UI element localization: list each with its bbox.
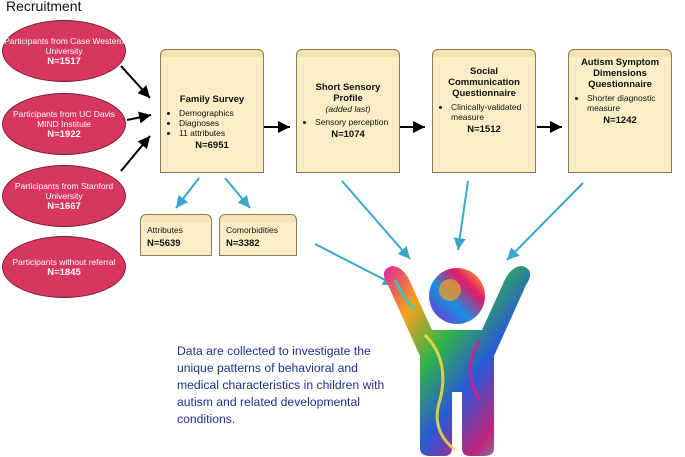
stage-title: Autism Symptom Dimensions Questionnaire — [580, 57, 660, 90]
stage-n: N=1512 — [467, 124, 501, 135]
source-uc-davis: Participants from UC Davis MIND Institut… — [2, 93, 126, 155]
subset-comorbidities: Comorbidities N=3382 — [219, 214, 297, 256]
stage-bullet: Diagnoses — [179, 118, 257, 128]
person-icon — [383, 266, 531, 456]
source-case-western: Participants from Case Western Universit… — [2, 20, 126, 82]
stage-title: Social Communication Questionnaire — [448, 66, 520, 99]
caption-text: Data are collected to investigate the un… — [177, 344, 385, 426]
stage-bullets: Demographics Diagnoses 11 attributes — [167, 108, 257, 138]
arrow-source-1 — [120, 65, 151, 99]
source-n: N=1845 — [47, 266, 81, 278]
arrow-comorbidities-to-figure — [314, 243, 396, 286]
stage-subtitle: (added last) — [325, 104, 371, 114]
subset-title: Comorbidities — [226, 225, 278, 235]
source-label: Participants from Case Western Universit… — [4, 35, 124, 56]
source-stanford: Participants from Stanford University N=… — [2, 165, 126, 227]
page-title: Recruitment — [6, 0, 82, 14]
subset-n: N=5639 — [147, 238, 181, 249]
stage-short-sensory-profile: Short Sensory Profile (added last) Senso… — [296, 49, 400, 173]
stage-bullet: Demographics — [179, 108, 257, 118]
stage-n: N=1242 — [603, 115, 637, 126]
stage-title: Family Survey — [179, 94, 245, 105]
subset-n: N=3382 — [226, 238, 260, 249]
arrow-source-2 — [126, 111, 152, 124]
stage-social-communication: Social Communication Questionnaire Clini… — [432, 49, 536, 173]
arrow-scq-to-figure — [453, 180, 469, 251]
stage-bullet: 11 attributes — [179, 128, 257, 138]
stage-bullet: Shorter diagnostic measure — [587, 93, 665, 113]
stage-bullets: Clinically-validated measure — [439, 102, 529, 122]
arrow-to-comorbidities — [224, 177, 251, 209]
stage-bullets: Shorter diagnostic measure — [575, 93, 665, 113]
stage-title: Short Sensory Profile — [315, 82, 381, 104]
source-no-referral: Participants without referral N=1845 — [2, 236, 126, 298]
stage-n: N=1074 — [331, 129, 365, 140]
source-label: Participants from Stanford University — [14, 180, 114, 201]
arrow-source-3 — [120, 135, 151, 172]
stage-bullet: Clinically-validated measure — [451, 102, 529, 122]
source-n: N=1667 — [47, 200, 81, 212]
stage-n: N=6951 — [195, 140, 229, 151]
stage-asdq: Autism Symptom Dimensions Questionnaire … — [568, 49, 672, 173]
arrow-ssp-to-figure — [341, 180, 411, 260]
stage-bullets: Sensory perception — [303, 117, 393, 127]
source-label: Participants without referral — [12, 256, 116, 267]
stage-bullet: Sensory perception — [315, 117, 393, 127]
source-label: Participants from UC Davis MIND Institut… — [12, 108, 116, 129]
arrow-asdq-to-figure — [506, 182, 584, 261]
subset-attributes: Attributes N=5639 — [140, 214, 212, 256]
subset-title: Attributes — [147, 225, 183, 235]
stage-family-survey: Family Survey Demographics Diagnoses 11 … — [160, 49, 264, 173]
source-n: N=1517 — [47, 55, 81, 67]
arrow-to-attributes — [175, 177, 200, 209]
source-n: N=1922 — [47, 128, 81, 140]
